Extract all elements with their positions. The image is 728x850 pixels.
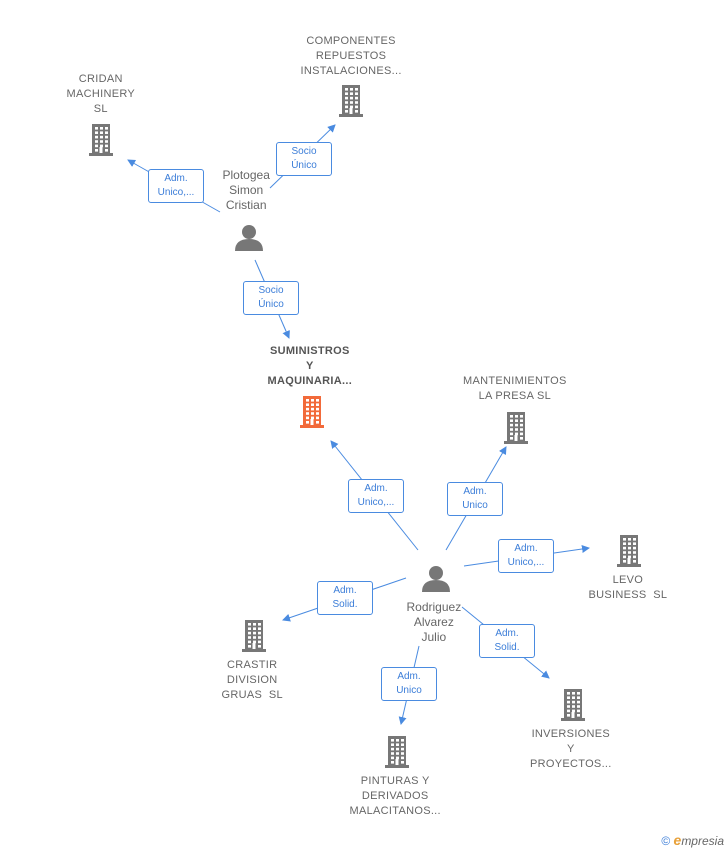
node-label-line: Cristian (225, 198, 267, 212)
relation-label-line: Solid. (494, 642, 520, 653)
building-icon-levo[interactable] (617, 535, 641, 567)
node-label-line: GRUAS SL (221, 689, 283, 701)
building-icon-crastir[interactable] (242, 620, 266, 652)
relation-label-rodriguez-crastir[interactable]: Adm. Solid. (317, 581, 373, 615)
relation-label-line: Unico,... (157, 187, 195, 198)
relation-label-line: Adm. (333, 585, 357, 596)
node-label-line: REPUESTOS (315, 50, 387, 62)
node-label-line: SUMINISTROS (269, 345, 350, 357)
relation-label-line: Socio (258, 285, 284, 296)
node-label-line: LEVO (612, 574, 644, 586)
relation-label-line: Unico,... (357, 497, 395, 508)
person-icon-rodriguez[interactable] (422, 566, 450, 592)
node-label-crastir[interactable]: CRASTIR DIVISION GRUAS SL (222, 658, 283, 703)
node-label-line: MACHINERY (66, 88, 136, 100)
node-label-line: MAQUINARIA... (267, 375, 353, 387)
node-label-line: BUSINESS SL (588, 589, 668, 601)
node-label-line: LA PRESA SL (478, 390, 552, 402)
relation-label-line: Solid. (332, 599, 358, 610)
relation-label-rodriguez-suministros[interactable]: Adm. Unico,... (348, 479, 404, 513)
node-label-levo[interactable]: LEVO BUSINESS SL (589, 573, 668, 603)
node-label-line: MANTENIMIENTOS (463, 375, 567, 387)
node-label-line: CRASTIR (227, 659, 278, 671)
node-label-line: SL (93, 103, 108, 115)
node-label-line: MALACITANOS... (349, 805, 441, 817)
relation-label-line: Unico (462, 500, 488, 511)
node-label-line: DIVISION (226, 674, 278, 686)
node-label-componentes[interactable]: COMPONENTES REPUESTOS INSTALACIONES... (301, 34, 402, 79)
node-label-inversiones[interactable]: INVERSIONES Y PROYECTOS... (530, 727, 612, 772)
relation-label-line: Adm. (364, 483, 388, 494)
relation-label-line: Socio (291, 146, 317, 157)
node-label-line: DERIVADOS (361, 790, 429, 802)
node-label-line: Alvarez (413, 615, 454, 629)
relation-label-line: Único (291, 160, 317, 171)
relation-label-plotogea-cridan[interactable]: Adm. Unico,... (148, 169, 204, 203)
node-label-suministros[interactable]: SUMINISTROS Y MAQUINARIA... (268, 344, 353, 389)
footer-brand: © empresia (661, 832, 724, 848)
node-label-line: Rodriguez (406, 600, 462, 614)
node-label-line: PROYECTOS... (530, 758, 612, 770)
building-icon-cridan[interactable] (89, 124, 113, 156)
relation-label-line: Unico (396, 685, 422, 696)
node-label-cridan[interactable]: CRIDAN MACHINERY SL (67, 72, 136, 117)
node-label-line: Simon (229, 183, 264, 197)
relation-label-line: Adm. (164, 173, 188, 184)
node-label-line: INVERSIONES (531, 728, 611, 740)
node-label-line: Julio (421, 630, 447, 644)
relation-label-rodriguez-levo[interactable]: Adm. Unico,... (498, 539, 554, 573)
relation-label-line: Unico,... (507, 557, 545, 568)
relation-label-line: Adm. (397, 671, 421, 682)
copyright-symbol: © (661, 834, 671, 848)
node-label-line: CRIDAN (78, 73, 123, 85)
node-label-line: COMPONENTES (306, 35, 396, 47)
node-label-line: Y (567, 743, 575, 755)
relation-label-line: Adm. (514, 543, 538, 554)
relation-label-rodriguez-mantenimientos[interactable]: Adm. Unico (447, 482, 503, 516)
node-label-line: Plotogea (222, 168, 270, 182)
relation-label-line: Adm. (463, 486, 487, 497)
node-label-line: INSTALACIONES... (300, 65, 402, 77)
node-label-line: Y (305, 360, 314, 372)
building-icon-mantenimientos[interactable] (504, 412, 528, 444)
node-label-pinturas[interactable]: PINTURAS Y DERIVADOS MALACITANOS... (350, 774, 441, 819)
brand-logo-e: e (673, 832, 682, 848)
node-label-line: PINTURAS Y (360, 775, 430, 787)
building-icon-suministros[interactable] (300, 396, 324, 428)
building-icon-componentes[interactable] (339, 85, 363, 117)
relation-label-line: Adm. (495, 628, 519, 639)
relation-label-rodriguez-pinturas[interactable]: Adm. Unico (381, 667, 437, 701)
person-icon-plotogea[interactable] (235, 225, 263, 251)
relation-label-line: Único (258, 299, 284, 310)
building-icon-pinturas[interactable] (385, 736, 409, 768)
building-icon-inversiones[interactable] (561, 689, 585, 721)
relation-label-rodriguez-inversiones[interactable]: Adm. Solid. (479, 624, 535, 658)
node-label-mantenimientos[interactable]: MANTENIMIENTOS LA PRESA SL (463, 374, 567, 404)
brand-logo-text: mpresia (681, 834, 724, 848)
